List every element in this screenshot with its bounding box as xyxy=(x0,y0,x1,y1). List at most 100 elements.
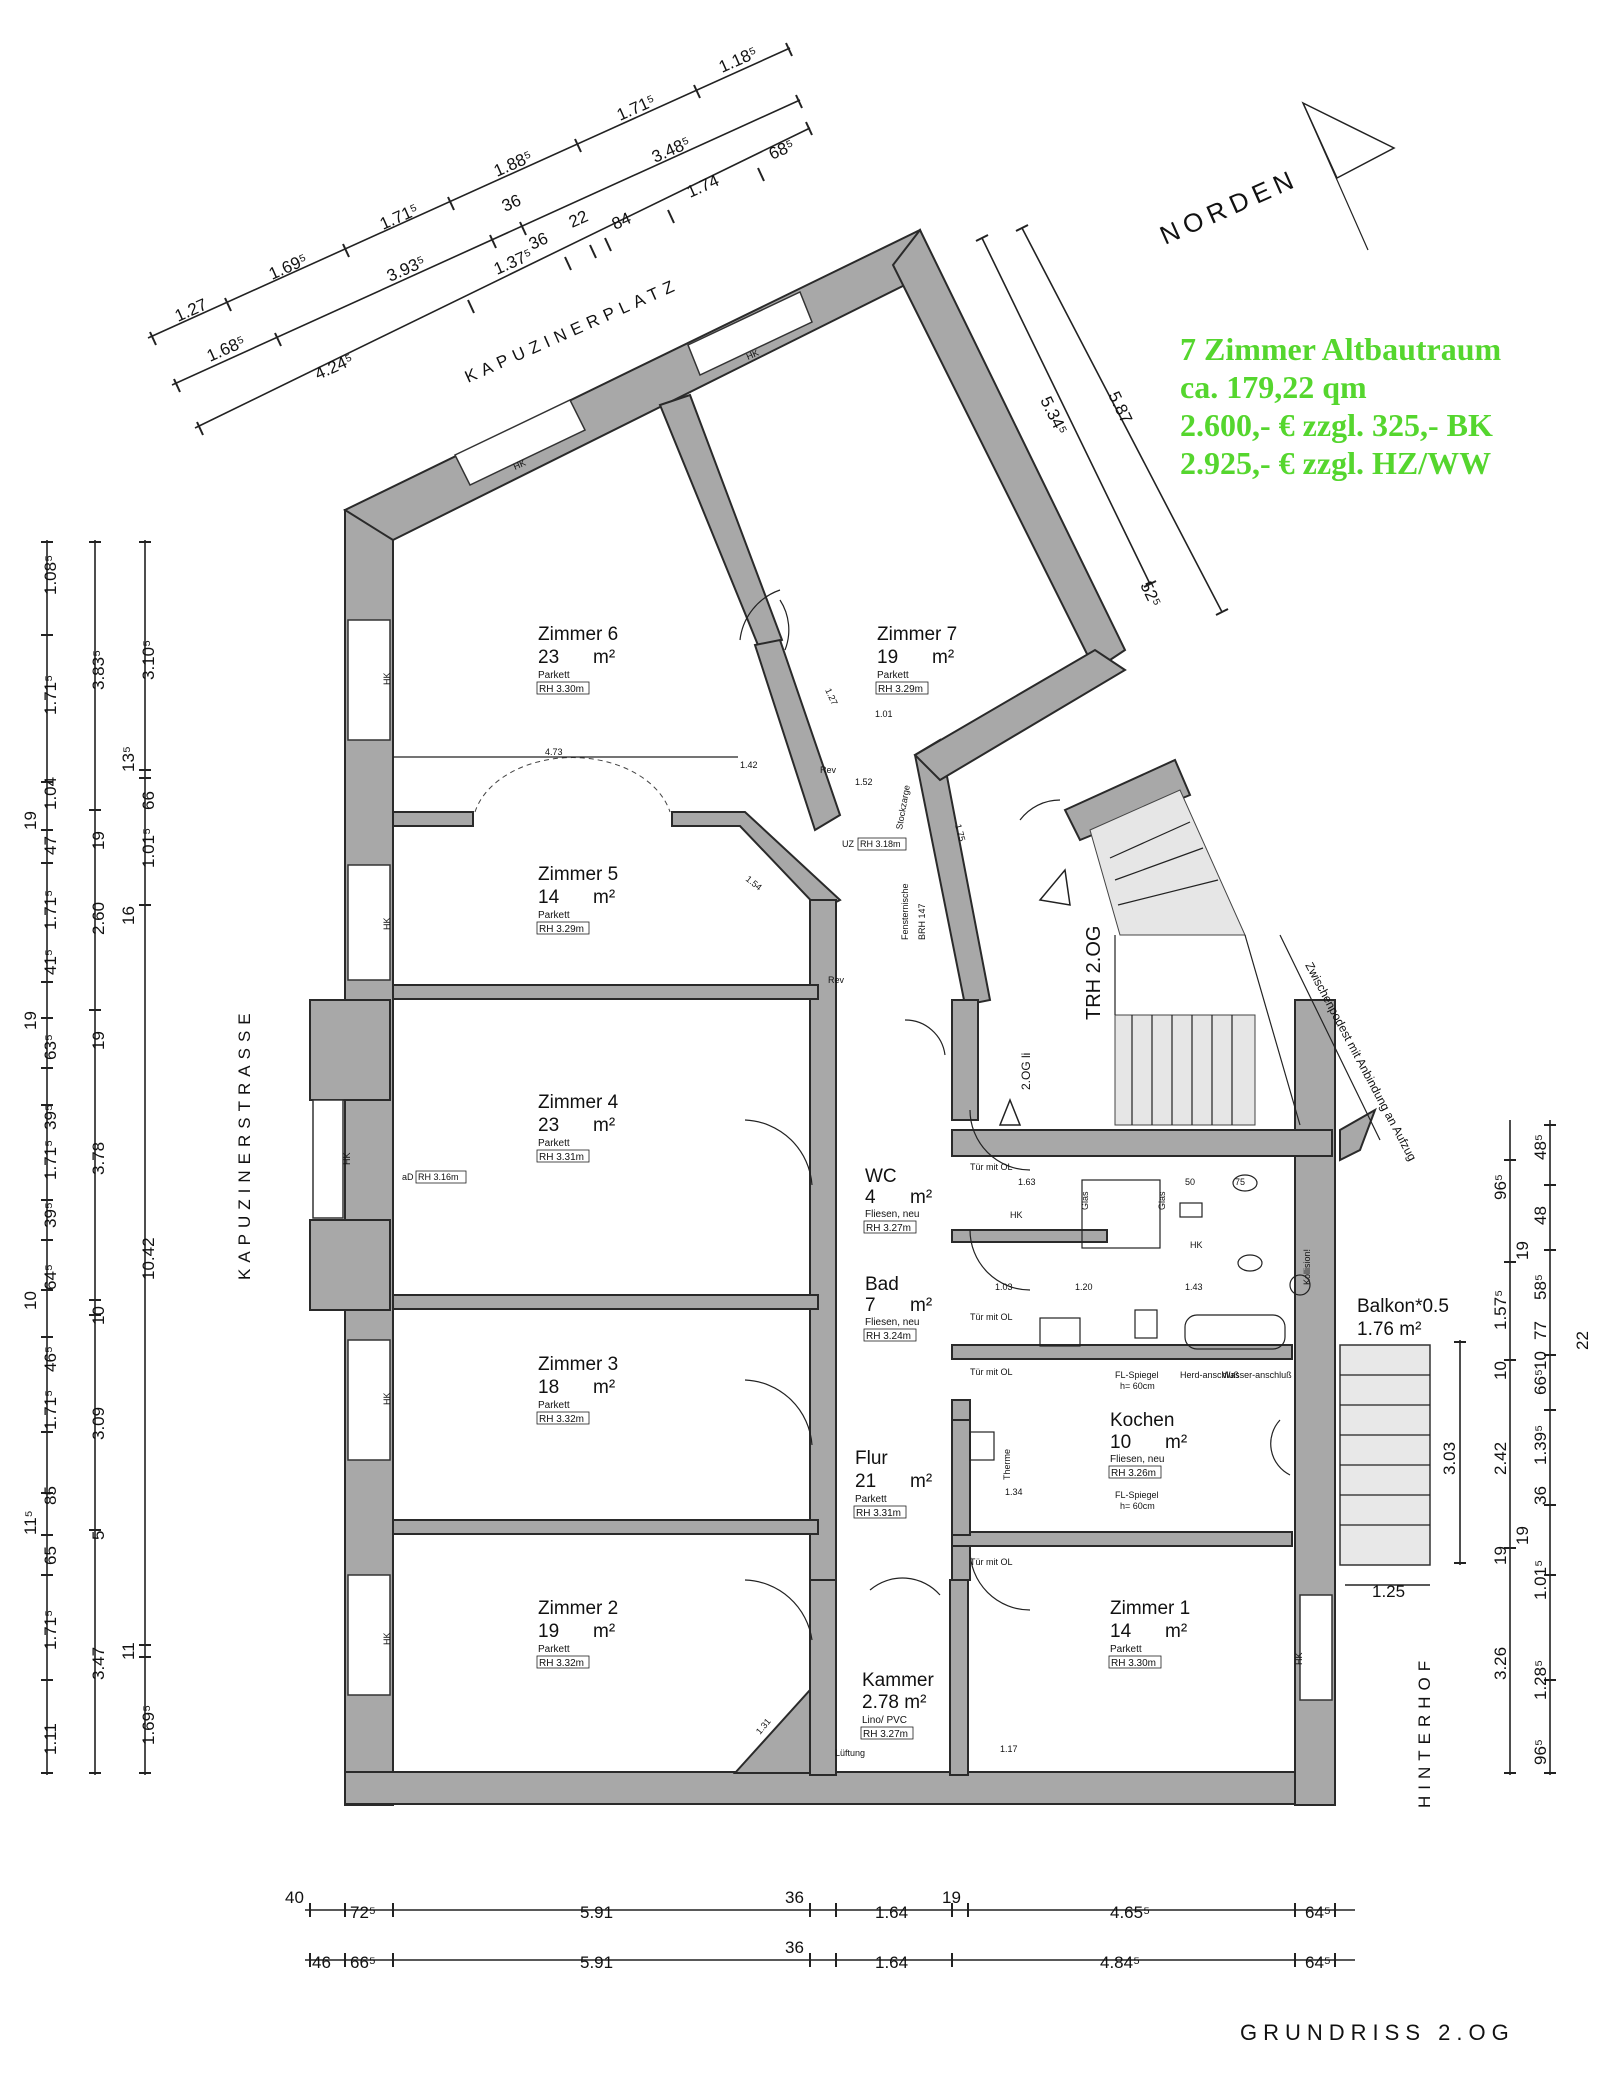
room-name: Kammer xyxy=(862,1670,934,1691)
bad-1-03: 1.03 xyxy=(995,1282,1013,1292)
room-area: 23 xyxy=(538,1115,559,1136)
bottom2-dim-4: 36 xyxy=(785,1938,804,1957)
room-height: RH 3.29m xyxy=(878,684,923,695)
right-far-1: 19 xyxy=(1513,1241,1532,1260)
hk-label: HK xyxy=(1190,1240,1203,1250)
street-left: KAPUZINERSTRASSE xyxy=(235,1007,254,1280)
room-unit: m² xyxy=(1165,1432,1187,1453)
zi5-zi4-wall xyxy=(392,984,819,1000)
room-zimmer-6: Zimmer 6 23 m² Parkett RH 3.30m xyxy=(536,624,618,695)
right-mid-5: 19 xyxy=(1491,1546,1510,1565)
room-floor: Fliesen, neu xyxy=(865,1317,919,1328)
right-outer-7: 36 xyxy=(1531,1486,1550,1505)
room-wc: WC 4 m² Fliesen, neu RH 3.27m xyxy=(863,1166,932,1234)
room-name: Kochen xyxy=(1110,1410,1174,1431)
zi7-bottom-wall xyxy=(913,648,1127,782)
left-inner-5: 16 xyxy=(119,906,138,925)
left-inner-2: 13⁵ xyxy=(119,746,138,772)
fl-spiegel-h: h= 60cm xyxy=(1120,1501,1155,1511)
right-mid-2: 1.57⁵ xyxy=(1491,1290,1510,1330)
left-outer-9: 63⁵ xyxy=(41,1034,60,1060)
room-unit: m² xyxy=(593,1621,615,1642)
room-height: RH 3.26m xyxy=(1111,1468,1156,1479)
room-zimmer-1: Zimmer 1 14 m² Parkett RH 3.30m xyxy=(1108,1598,1190,1669)
bottom2-dim-6: 4.84⁵ xyxy=(1100,1953,1140,1972)
room-floor: Fliesen, neu xyxy=(865,1209,919,1220)
bottom-dimension-lines: 40 72⁵ 5.91 36 1.64 19 4.65⁵ 64⁵ 46 66⁵ … xyxy=(285,1888,1355,1972)
right-outer-4: 77 xyxy=(1531,1321,1550,1340)
top1-dim-4: 1.88⁵ xyxy=(491,147,535,181)
info-line-2: ca. 179,22 qm xyxy=(1180,369,1367,405)
balcony-width: 3.03 xyxy=(1440,1442,1459,1475)
room-area: 14 xyxy=(538,887,560,908)
wc-top-wall xyxy=(951,1129,1333,1157)
room-floor: Parkett xyxy=(1110,1644,1142,1655)
room-floor: Parkett xyxy=(538,1644,570,1655)
room-zimmer-5: Zimmer 5 14 m² Parkett RH 3.29m xyxy=(536,864,618,935)
room-name: Zimmer 5 xyxy=(538,864,618,885)
right-mid-4: 2.42 xyxy=(1491,1442,1510,1475)
room-floor: Parkett xyxy=(855,1494,887,1505)
hk-label: HK xyxy=(1294,1652,1304,1665)
lueftung: Lüftung xyxy=(835,1748,865,1758)
zi6-zi5-wall xyxy=(392,811,474,827)
left-outer-10: 39⁵ xyxy=(41,1104,60,1130)
room-zimmer-7: Zimmer 7 19 m² Parkett RH 3.29m xyxy=(875,624,957,695)
left-mid-9: 3.47 xyxy=(89,1647,108,1680)
window xyxy=(687,290,813,377)
room-name: Zimmer 6 xyxy=(538,624,618,645)
kammer-left-wall xyxy=(809,1579,837,1776)
room-kochen: Kochen 10 m² Fliesen, neu RH 3.26m xyxy=(1108,1410,1187,1479)
bottom1-dim-1: 40 xyxy=(285,1888,304,1907)
annotations: Tür mit OL Tür mit OL Tür mit OL Tür mit… xyxy=(393,687,1312,1758)
left-inner-1: 3.10⁵ xyxy=(139,640,158,680)
wc-75: 75 xyxy=(1235,1177,1245,1187)
room-name: Bad xyxy=(865,1274,899,1295)
bay-wall xyxy=(309,999,391,1101)
room-unit: m² xyxy=(910,1471,932,1492)
room-zimmer-2: Zimmer 2 19 m² Parkett RH 3.32m xyxy=(536,1598,618,1669)
room-area: 23 xyxy=(538,647,559,668)
right-outer-6: 1.39⁵ xyxy=(1531,1425,1550,1465)
left-mid-1: 3.83⁵ xyxy=(89,650,108,690)
room-area: 14 xyxy=(1110,1621,1132,1642)
fensternische-brh: BRH 147 xyxy=(917,903,927,940)
window xyxy=(453,399,587,486)
room-labels: Zimmer 6 23 m² Parkett RH 3.30m Zimmer 7… xyxy=(536,624,1190,1740)
left-outer-8: 19 xyxy=(21,1011,40,1030)
top3-dim-7: 68⁵ xyxy=(766,136,797,164)
kollision: Kollision! xyxy=(1302,1249,1312,1285)
wasser: Wasser-anschluß xyxy=(1222,1370,1292,1380)
left-mid-6: 10 xyxy=(89,1306,108,1325)
door-note: Tür mit OL xyxy=(970,1162,1013,1172)
left-outer-21: 1.11 xyxy=(41,1723,60,1755)
room-kammer: Kammer 2.78 m² Lino/ PVC RH 3.27m xyxy=(860,1670,934,1740)
bottom2-dim-3: 5.91 xyxy=(580,1953,613,1972)
kochen-zi1-wall xyxy=(951,1531,1293,1547)
top3-dim-4: 22 xyxy=(566,207,591,232)
right-outer-9: 1.28⁵ xyxy=(1531,1660,1550,1700)
window xyxy=(347,619,391,741)
wc-bad-wall xyxy=(951,1229,1108,1243)
left-inner-7: 11 xyxy=(119,1642,138,1660)
room-bad: Bad 7 m² Fliesen, neu RH 3.24m xyxy=(863,1274,932,1342)
fensternische: Fensternische xyxy=(900,883,910,940)
stair-right-wall xyxy=(1339,1107,1377,1162)
doors xyxy=(474,589,1291,1641)
glas-label: Glas xyxy=(1157,1191,1167,1210)
hk-label: HK xyxy=(382,1632,392,1645)
windows: HK HK HK HK HK HK HK HK HK HK xyxy=(312,290,1333,1701)
info-line-3: 2.600,- € zzgl. 325,- BK xyxy=(1180,407,1493,443)
room-height: RH 3.31m xyxy=(539,1152,584,1163)
bottom1-dim-5: 1.64 xyxy=(875,1903,908,1922)
room-name: Flur xyxy=(855,1448,888,1469)
room-area: 19 xyxy=(538,1621,559,1642)
left-outer-3: 1.04 xyxy=(41,777,60,810)
hk-label: HK xyxy=(342,1152,352,1165)
left-outer-7: 41⁵ xyxy=(41,949,60,975)
room-floor: Parkett xyxy=(877,670,909,681)
street-right: HINTERHOF xyxy=(1415,1655,1434,1808)
room-name: Zimmer 7 xyxy=(877,624,957,645)
top3-dim-5: 84 xyxy=(609,209,634,234)
top2-dim-4: 3.48⁵ xyxy=(649,133,693,167)
